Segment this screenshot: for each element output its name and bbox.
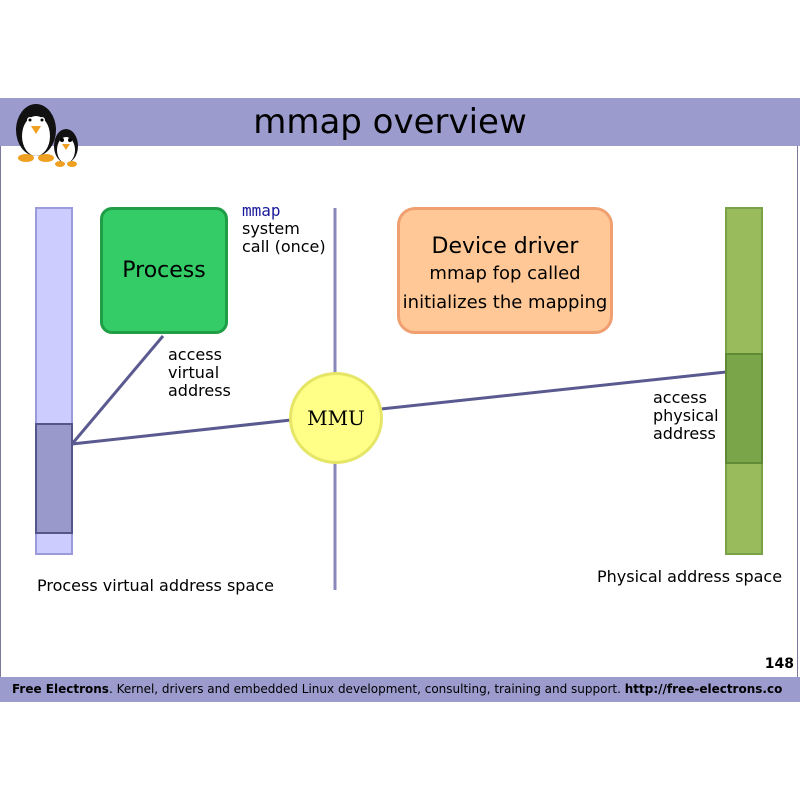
driver-line2: initializes the mapping (402, 292, 608, 313)
physical-space-label: Physical address space (597, 567, 783, 586)
footer-bar: Free Electrons. Kernel, drivers and embe… (0, 677, 800, 702)
access-virtual-line1: access (168, 345, 222, 364)
syscall-name: mmap (242, 201, 281, 220)
access-physical-line1: access (653, 388, 707, 407)
penguins-logo (16, 104, 78, 167)
slide-frame (0, 98, 798, 702)
process-label: Process (122, 258, 206, 283)
process-to-virtual-line (70, 335, 165, 445)
process-box: Process (100, 207, 228, 334)
virtual-mapped-region (35, 423, 73, 534)
mmu-circle: MMU (289, 372, 383, 464)
page-number: 148 (764, 656, 794, 672)
mmu-label: MMU (307, 406, 365, 430)
syscall-line2: call (once) (242, 237, 326, 256)
device-driver-box: Device driver mmap fop called initialize… (397, 207, 613, 334)
driver-line1: mmap fop called (429, 263, 581, 284)
footer-url-link[interactable]: http://free-electrons.co (624, 682, 783, 696)
title-bar (0, 98, 800, 146)
footer-text: . Kernel, drivers and embedded Linux dev… (108, 682, 625, 696)
access-virtual-annotation: access virtual address (168, 346, 231, 400)
driver-title: Device driver (431, 234, 579, 259)
syscall-annotation: mmap system call (once) (242, 202, 326, 256)
slide-title: mmap overview (253, 102, 527, 142)
virtual-to-mmu-line (71, 418, 292, 446)
syscall-line1: system (242, 219, 300, 238)
mmu-to-physical-line (380, 370, 727, 411)
footer-brand[interactable]: Free Electrons (12, 682, 109, 696)
physical-mapped-region (725, 353, 763, 464)
access-virtual-line2: virtual (168, 363, 220, 382)
access-physical-annotation: access physical address (653, 389, 719, 443)
access-virtual-line3: address (168, 381, 231, 400)
access-physical-line3: address (653, 424, 716, 443)
access-physical-line2: physical (653, 406, 719, 425)
virtual-space-label: Process virtual address space (37, 576, 274, 595)
